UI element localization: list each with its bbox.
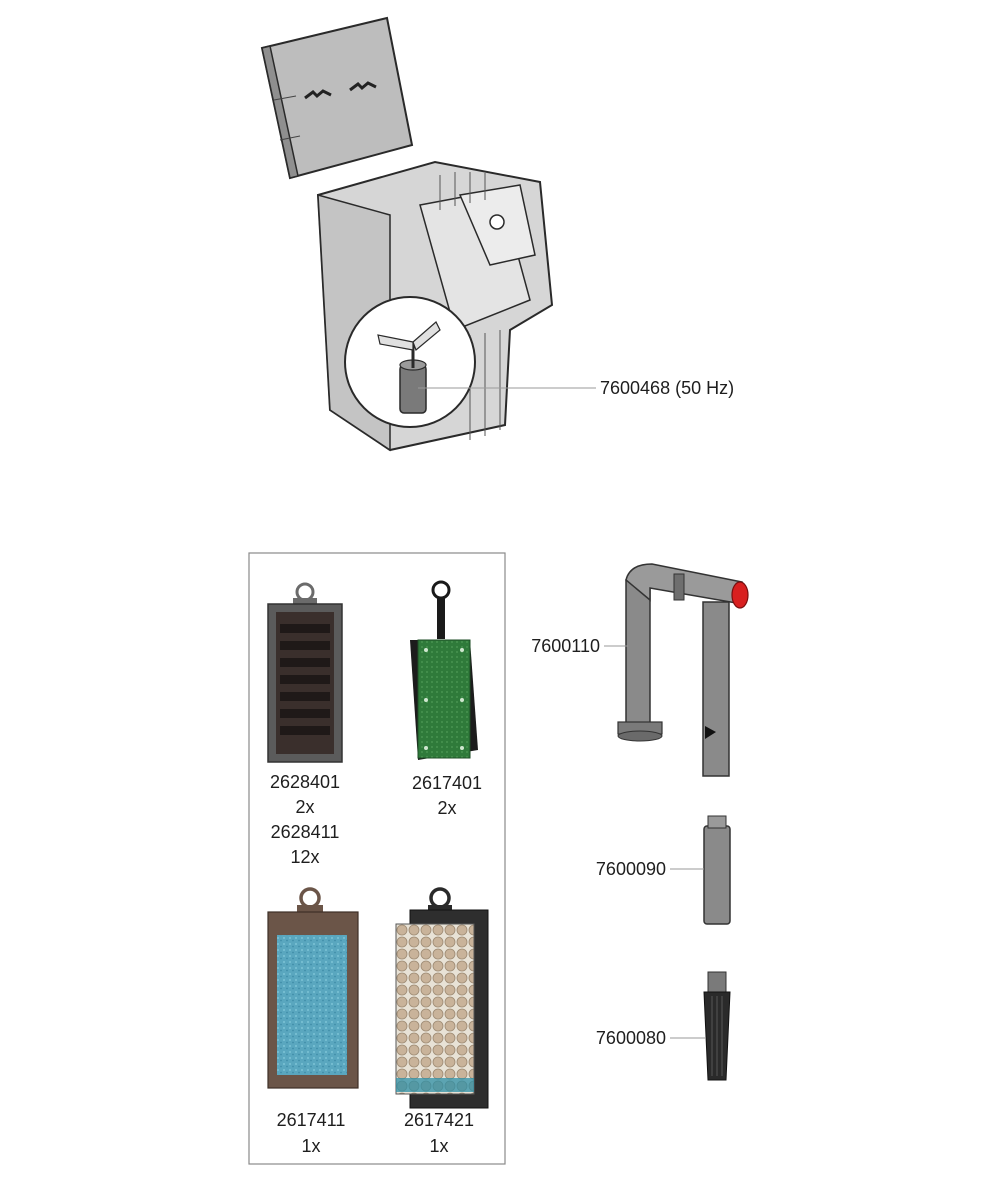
green-pad-cartridge-code: 2617401 <box>411 773 483 793</box>
cartridge-frame <box>248 552 506 1165</box>
blue-sponge-cartridge-code: 2617411 <box>276 1110 346 1130</box>
strainer-part-number: 7600080 <box>595 1028 666 1048</box>
carbon-cartridge-alt-qty: 12x <box>290 847 320 867</box>
intake-tube-part-number: 7600110 <box>531 636 600 656</box>
filter-lid <box>260 16 414 180</box>
extension-tube-part-number: 7600090 <box>595 859 666 879</box>
green-pad-cartridge <box>410 580 478 760</box>
impeller-detail <box>344 296 476 428</box>
green-pad-cartridge-qty: 2x <box>437 798 457 818</box>
strainer <box>703 971 731 1081</box>
carbon-cartridge <box>267 582 343 763</box>
ceramic-beads-cartridge <box>395 887 489 1109</box>
blue-sponge-cartridge-qty: 1x <box>301 1136 321 1156</box>
carbon-cartridge-code: 2628401 <box>269 772 341 792</box>
blue-sponge-cartridge <box>267 887 359 1089</box>
ceramic-cartridge-code: 2617421 <box>403 1110 475 1130</box>
carbon-cartridge-qty: 2x <box>295 797 315 817</box>
carbon-cartridge-alt-code: 2628411 <box>270 822 340 842</box>
impeller-part-number: 7600468 (50 Hz) <box>600 378 735 398</box>
ceramic-cartridge-qty: 1x <box>429 1136 449 1156</box>
intake-tube <box>617 563 749 777</box>
extension-tube <box>703 815 731 925</box>
